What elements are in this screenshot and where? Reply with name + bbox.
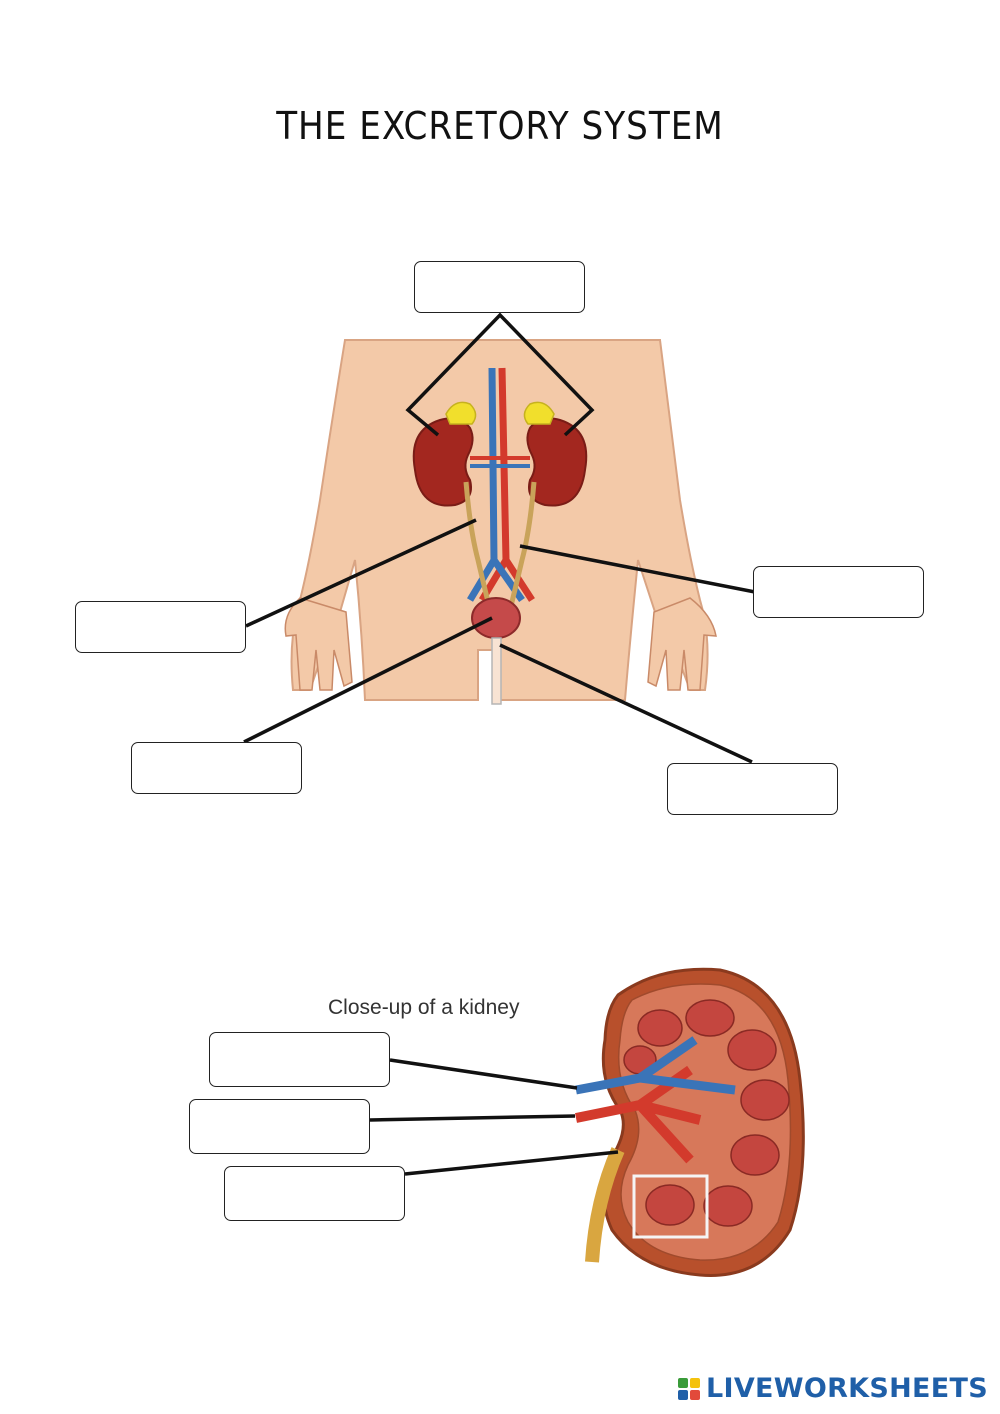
urethra	[492, 638, 501, 704]
bladder	[472, 598, 520, 638]
answer-box-renal-vein[interactable]	[209, 1032, 390, 1087]
answer-box-urethra[interactable]	[667, 763, 838, 815]
answer-box-kidneys[interactable]	[414, 261, 585, 313]
answer-box-ureter-closeup[interactable]	[224, 1166, 405, 1221]
liveworksheets-brand: LIVEWORKSHEETS	[706, 1373, 988, 1404]
kidney-closeup-caption: Close-up of a kidney	[328, 996, 519, 1020]
answer-box-ureter[interactable]	[75, 601, 246, 653]
answer-box-renal-artery[interactable]	[189, 1099, 370, 1154]
human-torso-illustration	[285, 340, 716, 704]
answer-box-vessel[interactable]	[753, 566, 924, 618]
kidney-closeup-illustration	[576, 969, 803, 1275]
liveworksheets-logo-icon	[678, 1378, 700, 1400]
left-kidney	[414, 418, 473, 505]
answer-box-bladder[interactable]	[131, 742, 302, 794]
right-kidney	[527, 418, 586, 505]
liveworksheets-footer: LIVEWORKSHEETS	[678, 1373, 988, 1404]
